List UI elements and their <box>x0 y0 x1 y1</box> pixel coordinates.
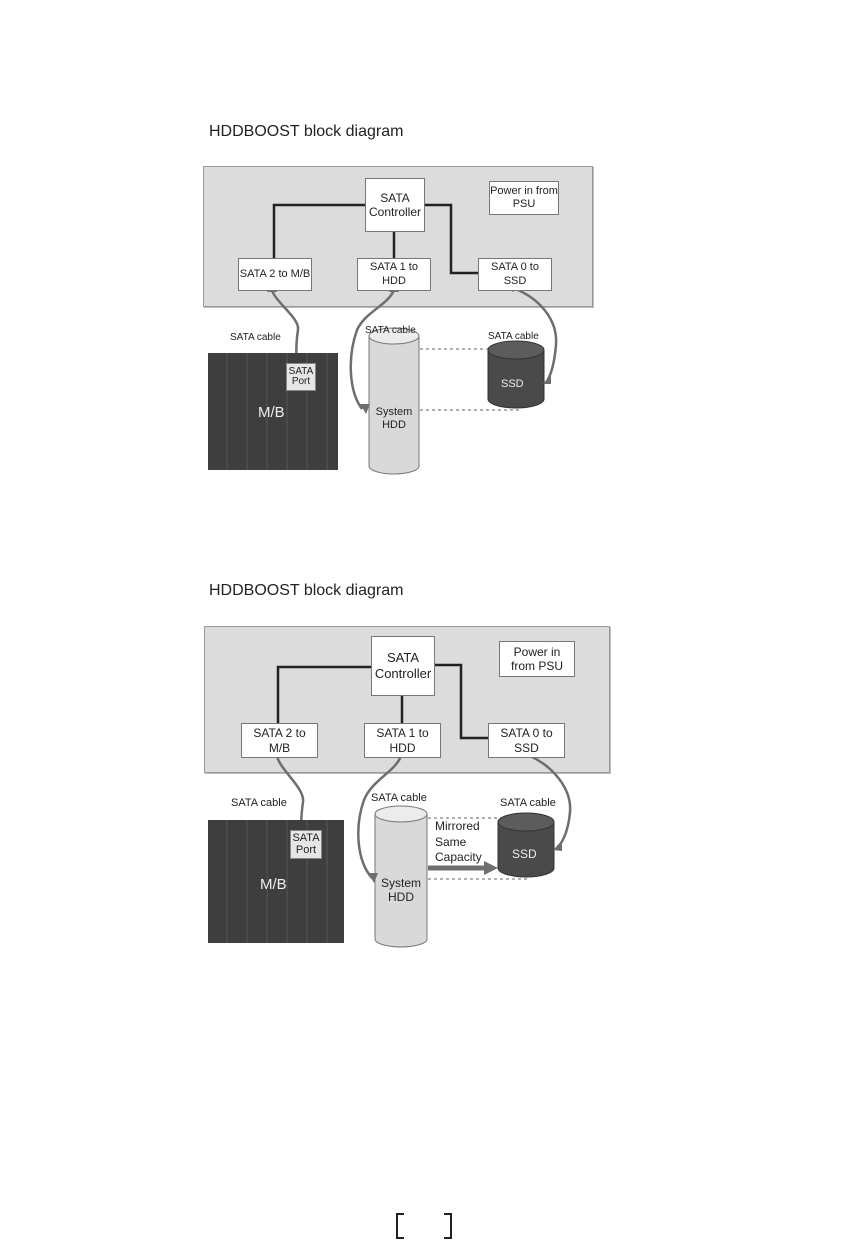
sata-cable-label: SATA cable <box>231 797 287 809</box>
hdd-label: System HDD <box>380 876 421 905</box>
motherboard <box>208 353 338 470</box>
wire-controller-sata2 <box>276 665 372 723</box>
sata-cable-label: SATA cable <box>230 332 281 343</box>
arrow-head <box>543 374 551 384</box>
page-bracket-icon <box>396 1213 404 1239</box>
sata-cable-mid <box>349 289 396 410</box>
diagram-title: HDDBOOST block diagram <box>209 582 404 599</box>
sata-controller-box: SATA Controller <box>371 636 435 696</box>
wire-controller-sata0 <box>433 663 488 740</box>
sata1-box: SATA 1 to HDD <box>364 723 441 758</box>
hdd-cylinder <box>368 327 420 475</box>
arrow-head <box>360 404 370 414</box>
motherboard-label: M/B <box>260 876 287 893</box>
sata0-box: SATA 0 to SSD <box>488 723 565 758</box>
connection-lines <box>272 663 572 948</box>
arrow-head <box>368 873 378 883</box>
sata-cable-label: SATA cable <box>365 325 416 336</box>
arrow-head <box>484 861 498 875</box>
sata2-box: SATA 2 to M/B <box>241 723 318 758</box>
hdd-label: System HDD <box>375 406 413 432</box>
ssd-cylinder <box>487 340 545 409</box>
power-in-box: Power in from PSU <box>489 181 559 215</box>
wire-controller-sata0 <box>424 203 478 275</box>
arrow-head <box>553 841 562 851</box>
motherboard-label: M/B <box>258 404 285 421</box>
sata-cable-label: SATA cable <box>500 797 556 809</box>
sata2-box: SATA 2 to M/B <box>238 258 312 291</box>
diagram-title: HDDBOOST block diagram <box>209 123 404 140</box>
page-bracket-icon <box>444 1213 452 1239</box>
page-number <box>396 1213 456 1239</box>
sata-controller-box: SATA Controller <box>365 178 425 232</box>
ssd-label: SSD <box>501 378 524 390</box>
ssd-label: SSD <box>512 847 537 861</box>
sata-cable-mid <box>357 755 403 879</box>
wire-controller-sata2 <box>272 203 365 258</box>
sata1-box: SATA 1 to HDD <box>357 258 431 291</box>
sata0-box: SATA 0 to SSD <box>478 258 552 291</box>
sata-port: SATA Port <box>286 363 316 391</box>
sata-port: SATA Port <box>290 830 322 859</box>
sata-cable-label: SATA cable <box>371 792 427 804</box>
mirrored-label: Mirrored Same Capacity <box>435 819 482 865</box>
sata-cable-label: SATA cable <box>488 331 539 342</box>
hdd-cylinder <box>374 805 428 948</box>
power-in-box: Power in from PSU <box>499 641 575 677</box>
ssd-cylinder <box>497 812 555 878</box>
